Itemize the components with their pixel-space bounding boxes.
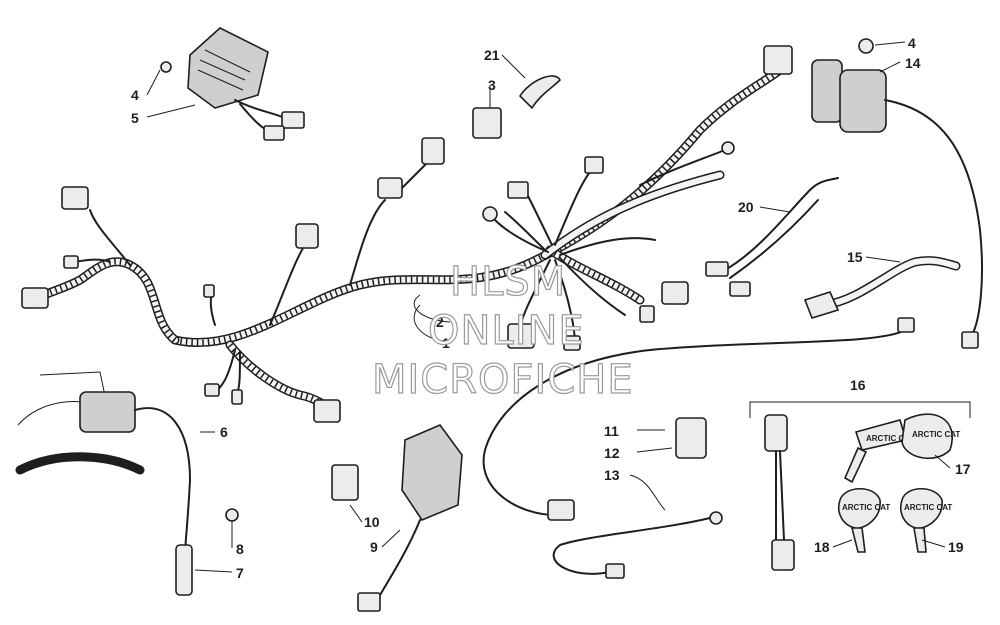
cdi-box bbox=[357, 424, 463, 612]
callout-8: 8 bbox=[236, 541, 244, 557]
long-cable bbox=[482, 317, 915, 579]
svg-text:ARCTIC CAT: ARCTIC CAT bbox=[912, 430, 960, 439]
callout-labels: 1 2 3 4 4 5 6 7 8 9 10 11 12 13 14 15 16… bbox=[131, 35, 971, 581]
callout-21: 21 bbox=[484, 47, 500, 63]
ignition-coil bbox=[811, 38, 984, 349]
callout-15: 15 bbox=[847, 249, 863, 265]
engine-section bbox=[15, 371, 239, 596]
callout-4-left: 4 bbox=[131, 87, 139, 103]
callout-4-right: 4 bbox=[908, 35, 916, 51]
callout-12: 12 bbox=[604, 445, 620, 461]
callout-19: 19 bbox=[948, 539, 964, 555]
sub-harness-20 bbox=[705, 177, 839, 297]
svg-text:ARCTIC CAT: ARCTIC CAT bbox=[904, 503, 952, 512]
watermark-line-3: MICROFICHE bbox=[372, 357, 634, 403]
main-wiring-harness bbox=[21, 45, 793, 423]
leader-lines bbox=[146, 41, 951, 573]
svg-text:ARCTIC CAT: ARCTIC CAT bbox=[842, 503, 890, 512]
callout-5: 5 bbox=[131, 110, 139, 126]
callout-13: 13 bbox=[604, 467, 620, 483]
callout-1: 1 bbox=[442, 335, 450, 351]
callout-16: 16 bbox=[850, 377, 866, 393]
callout-10: 10 bbox=[364, 514, 380, 530]
callout-18: 18 bbox=[814, 539, 830, 555]
key-set: ARCTIC CAT ARCTIC CAT ARCTIC CAT ARCTIC … bbox=[749, 401, 971, 571]
callout-9: 9 bbox=[370, 539, 378, 555]
callout-20: 20 bbox=[738, 199, 754, 215]
callout-3: 3 bbox=[488, 77, 496, 93]
callout-7: 7 bbox=[236, 565, 244, 581]
watermark-line-1: HLSM bbox=[450, 259, 566, 305]
watermark-line-2: ONLINE bbox=[428, 308, 585, 354]
svg-text:ARCTIC CAT: ARCTIC CAT bbox=[866, 434, 914, 443]
clamp-part-21 bbox=[518, 75, 561, 110]
relay-part-12 bbox=[675, 417, 707, 459]
sub-harness-15 bbox=[803, 256, 961, 319]
watermark: HLSM ONLINE MICROFICHE bbox=[371, 258, 634, 403]
callout-17: 17 bbox=[955, 461, 971, 477]
voltage-regulator bbox=[160, 27, 305, 141]
callout-2: 2 bbox=[436, 314, 444, 330]
callout-6: 6 bbox=[220, 424, 228, 440]
callout-14: 14 bbox=[905, 55, 921, 71]
relay-part-10 bbox=[331, 464, 359, 501]
relay-part-3 bbox=[472, 107, 502, 139]
callout-11: 11 bbox=[604, 423, 619, 439]
